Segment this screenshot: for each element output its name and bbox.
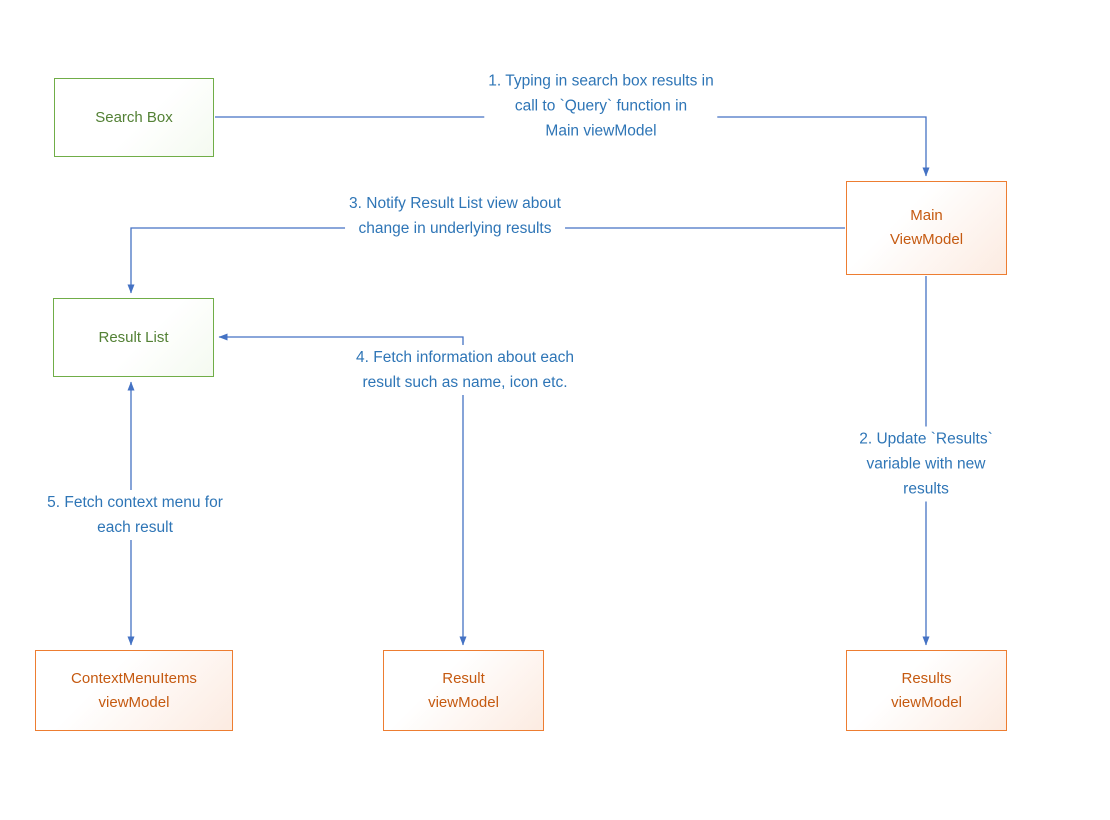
node-results-viewmodel: Results viewModel [846,650,1007,731]
edge5-label: 5. Fetch context menu for each result [43,490,227,540]
node-result-viewmodel: Result viewModel [383,650,544,731]
node-search-box: Search Box [54,78,214,157]
node-result-list: Result List [53,298,214,377]
edge4-label: 4. Fetch information about each result s… [352,345,578,395]
edge2-label: 2. Update `Results` variable with new re… [834,426,1018,502]
node-main-viewmodel: Main ViewModel [846,181,1007,275]
edge3-label: 3. Notify Result List view about change … [345,191,565,241]
node-contextmenuitems-viewmodel: ContextMenuItems viewModel [35,650,233,731]
edge1-label: 1. Typing in search box results in call … [484,68,718,144]
